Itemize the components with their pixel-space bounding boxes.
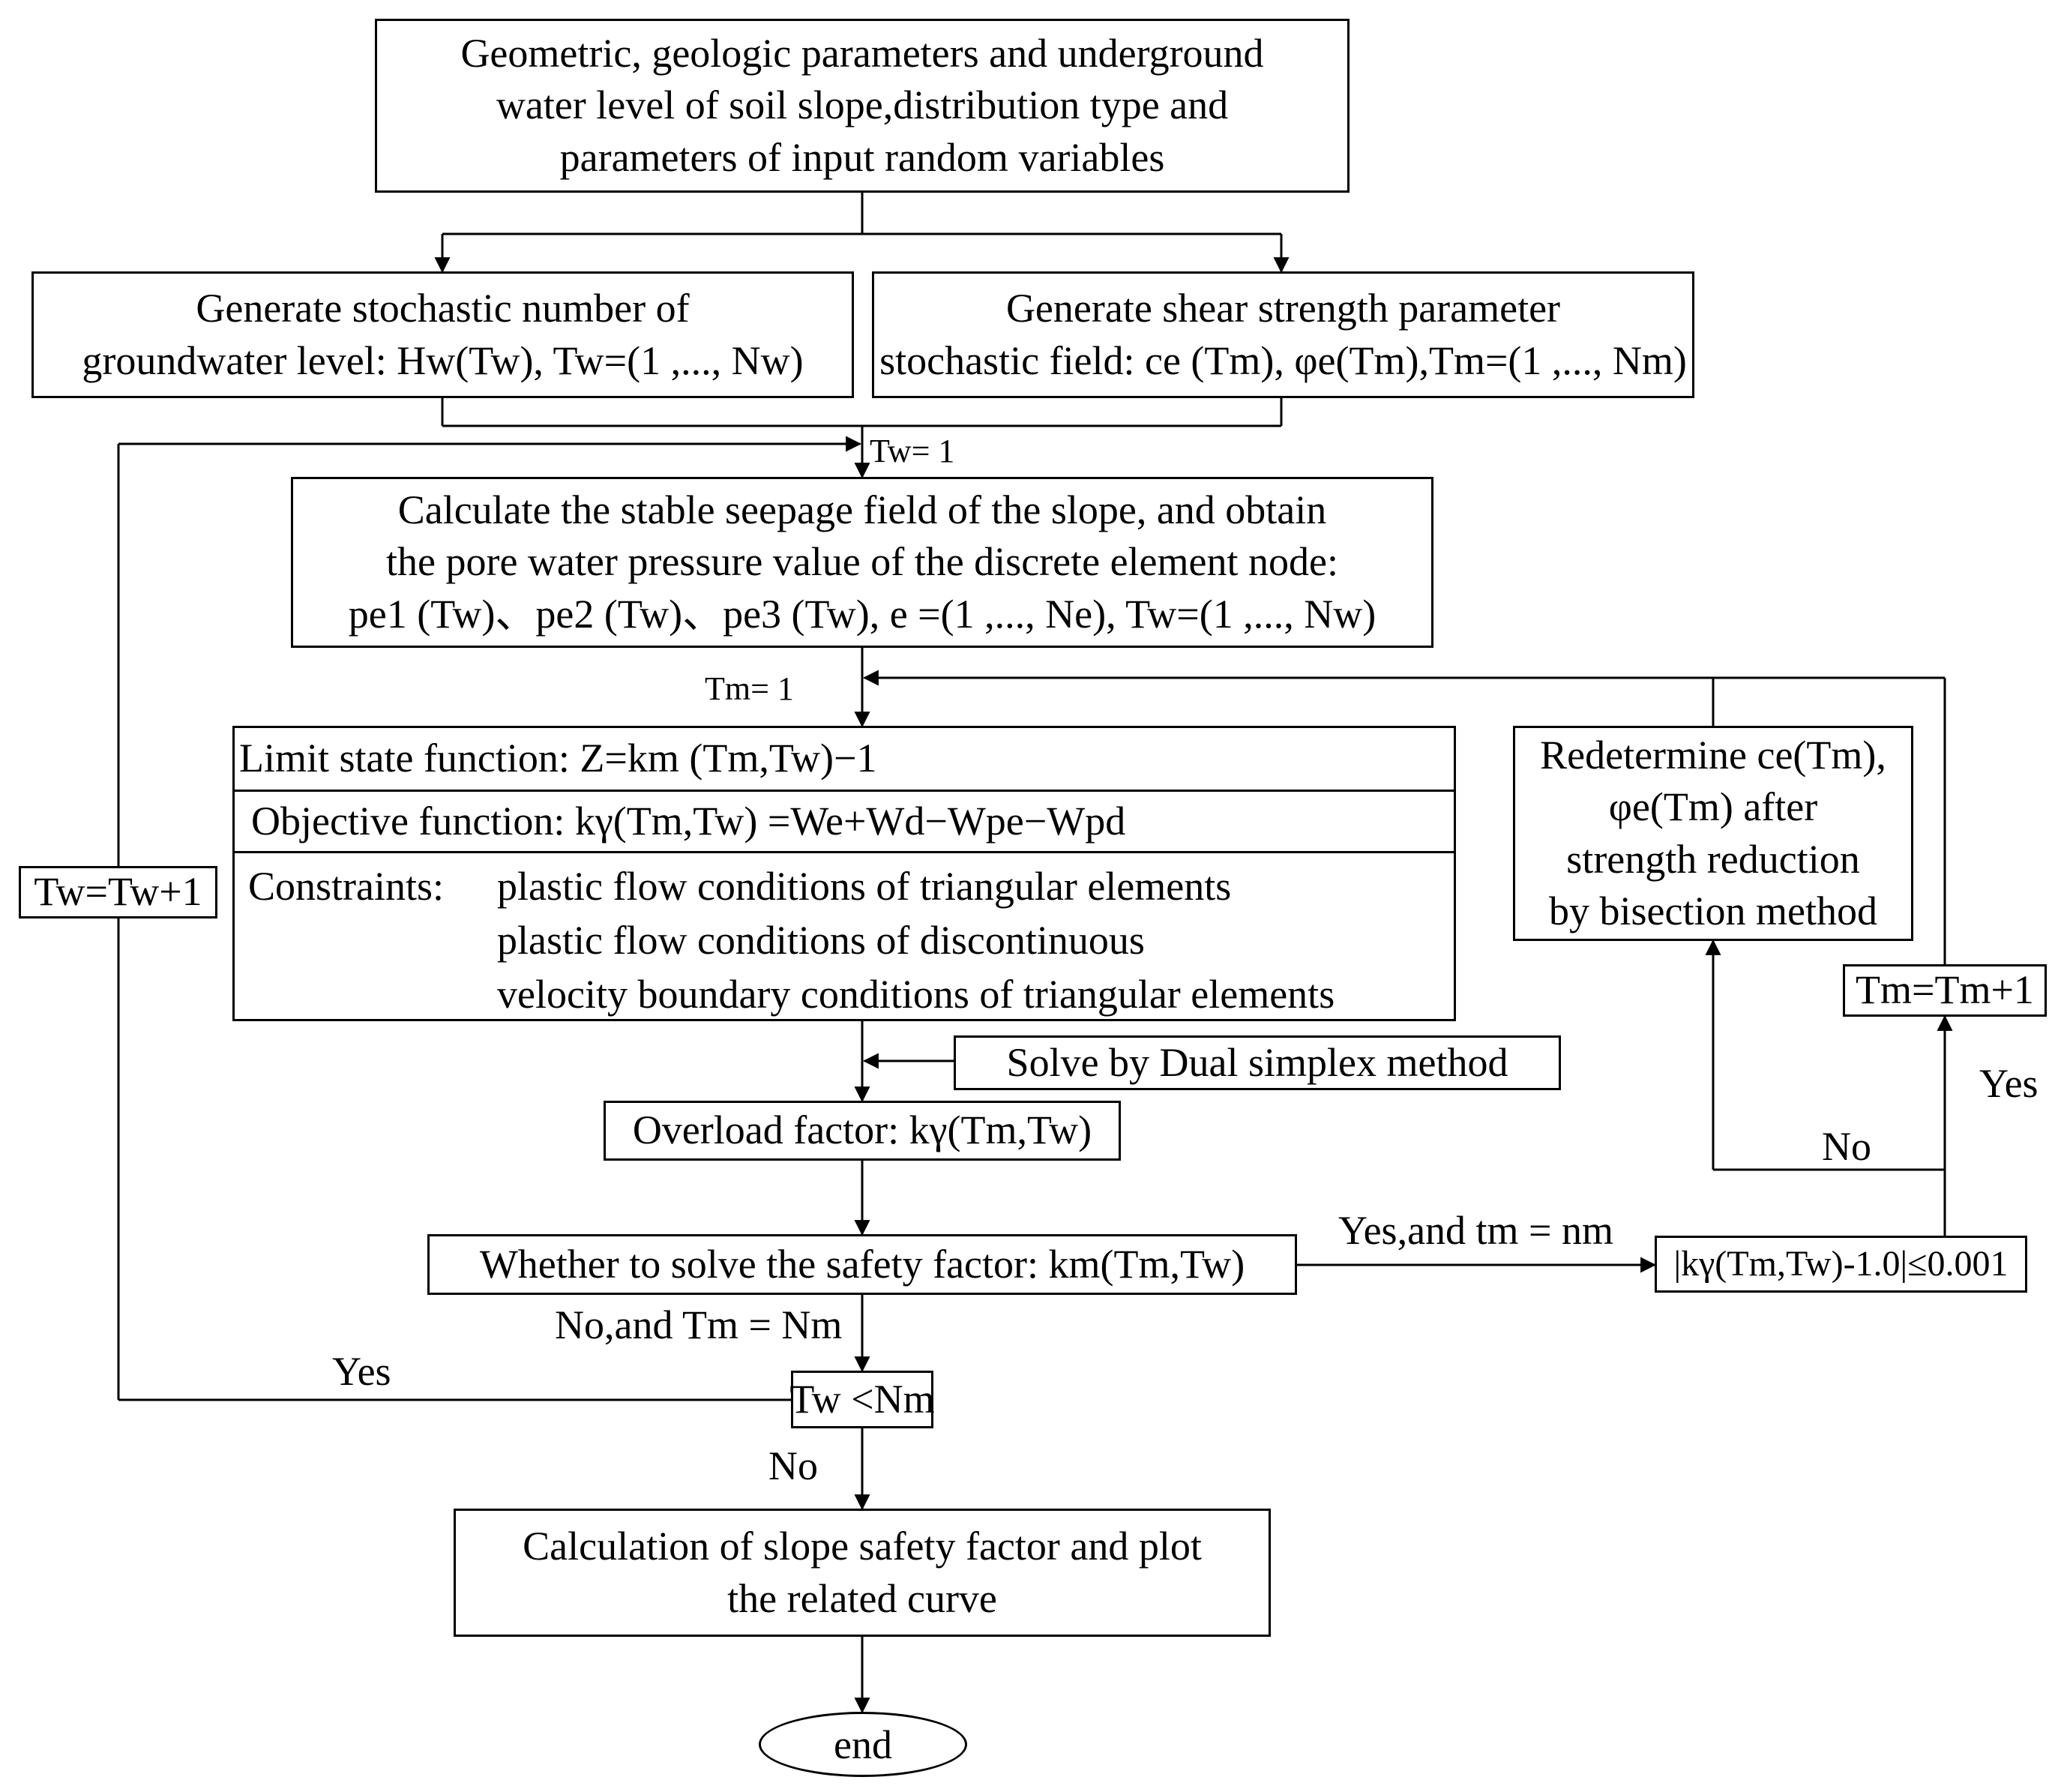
- shear-line-2: stochastic field: ce (Tm), φe(Tm),Tm=(1 …: [879, 337, 1687, 383]
- convergence-check-text: |kγ(Tm,Tw)-1.0|≤0.001: [1673, 1244, 2009, 1284]
- redetermine-line-3: strength reduction: [1566, 836, 1860, 882]
- input-line-3: parameters of input random variables: [559, 134, 1165, 180]
- seepage-line-2: the pore water pressure value of the dis…: [386, 539, 1338, 585]
- final-line-1: Calculation of slope safety factor and p…: [523, 1524, 1202, 1569]
- seepage-line-1: Calculate the stable seepage field of th…: [397, 487, 1327, 533]
- whether-solve-text: Whether to solve the safety factor: km(T…: [479, 1241, 1245, 1287]
- tw-increment-text: Tw=Tw+1: [34, 869, 202, 915]
- generate-shear-strength-box: Generate shear strength parameter stocha…: [872, 271, 1694, 398]
- groundwater-line-1: Generate stochastic number of: [196, 286, 690, 331]
- end-text: end: [834, 1722, 892, 1767]
- constraint-2: plastic flow conditions of discontinuous: [497, 918, 1145, 963]
- whether-solve-box: Whether to solve the safety factor: km(T…: [427, 1234, 1297, 1295]
- no-and-tm-label: No,and Tm = Nm: [555, 1302, 843, 1347]
- limit-state-function: Limit state function: Z=km (Tm,Tw)−1: [235, 728, 1454, 792]
- constraint-3: velocity boundary conditions of triangul…: [497, 972, 1335, 1017]
- overload-factor-box: Overload factor: kγ(Tm,Tw): [604, 1101, 1121, 1161]
- shear-line-1: Generate shear strength parameter: [1005, 286, 1561, 331]
- convergence-check-box: |kγ(Tm,Tw)-1.0|≤0.001: [1655, 1236, 2027, 1293]
- optimization-model-box: Limit state function: Z=km (Tm,Tw)−1 Obj…: [232, 726, 1456, 1021]
- input-line-2: water level of soil slope,distribution t…: [496, 82, 1229, 128]
- input-parameters-box: Geometric, geologic parameters and under…: [375, 19, 1350, 193]
- tw-init-label: Tw= 1: [870, 433, 955, 469]
- groundwater-line-2: groundwater level: Hw(Tw), Tw=(1 ,..., N…: [82, 337, 804, 383]
- yes-and-tm-label: Yes,and tm = nm: [1338, 1208, 1614, 1253]
- tm-increment-box: Tm=Tm+1: [1843, 964, 2047, 1017]
- redetermine-line-1: Redetermine ce(Tm),: [1540, 733, 1886, 778]
- generate-groundwater-box: Generate stochastic number of groundwate…: [31, 271, 854, 398]
- overload-factor-text: Overload factor: kγ(Tm,Tw): [632, 1107, 1092, 1153]
- objective-function: Objective function: kγ(Tm,Tw) =We+Wd−Wpe…: [235, 792, 1454, 853]
- tm-init-label: Tm= 1: [705, 670, 794, 707]
- tm-increment-text: Tm=Tm+1: [1856, 967, 2034, 1013]
- no-label-bottom: No: [768, 1443, 818, 1488]
- end-terminator: end: [759, 1712, 967, 1777]
- dual-simplex-box: Solve by Dual simplex method: [954, 1035, 1561, 1090]
- yes-label-right: Yes: [1979, 1061, 2039, 1106]
- final-line-2: the related curve: [727, 1575, 997, 1621]
- redetermine-line-4: by bisection method: [1549, 888, 1877, 933]
- tw-check-text: Tw <Nm: [789, 1376, 935, 1422]
- seepage-field-box: Calculate the stable seepage field of th…: [291, 477, 1433, 648]
- yes-label-left: Yes: [332, 1349, 391, 1394]
- dual-simplex-text: Solve by Dual simplex method: [1006, 1039, 1508, 1085]
- tw-increment-box: Tw=Tw+1: [19, 866, 217, 918]
- redetermine-line-2: φe(Tm) after: [1608, 784, 1818, 830]
- input-line-1: Geometric, geologic parameters and under…: [460, 31, 1264, 76]
- final-calculation-box: Calculation of slope safety factor and p…: [454, 1509, 1271, 1637]
- seepage-line-3: pe1 (Tw)、pe2 (Tw)、pe3 (Tw), e =(1 ,..., …: [348, 591, 1376, 637]
- tw-check-box: Tw <Nm: [789, 1371, 935, 1428]
- no-label-right: No: [1822, 1124, 1871, 1169]
- constraint-1: plastic flow conditions of triangular el…: [497, 864, 1232, 909]
- constraints-label: Constraints:: [248, 864, 445, 909]
- redetermine-box: Redetermine ce(Tm), φe(Tm) after strengt…: [1513, 726, 1913, 941]
